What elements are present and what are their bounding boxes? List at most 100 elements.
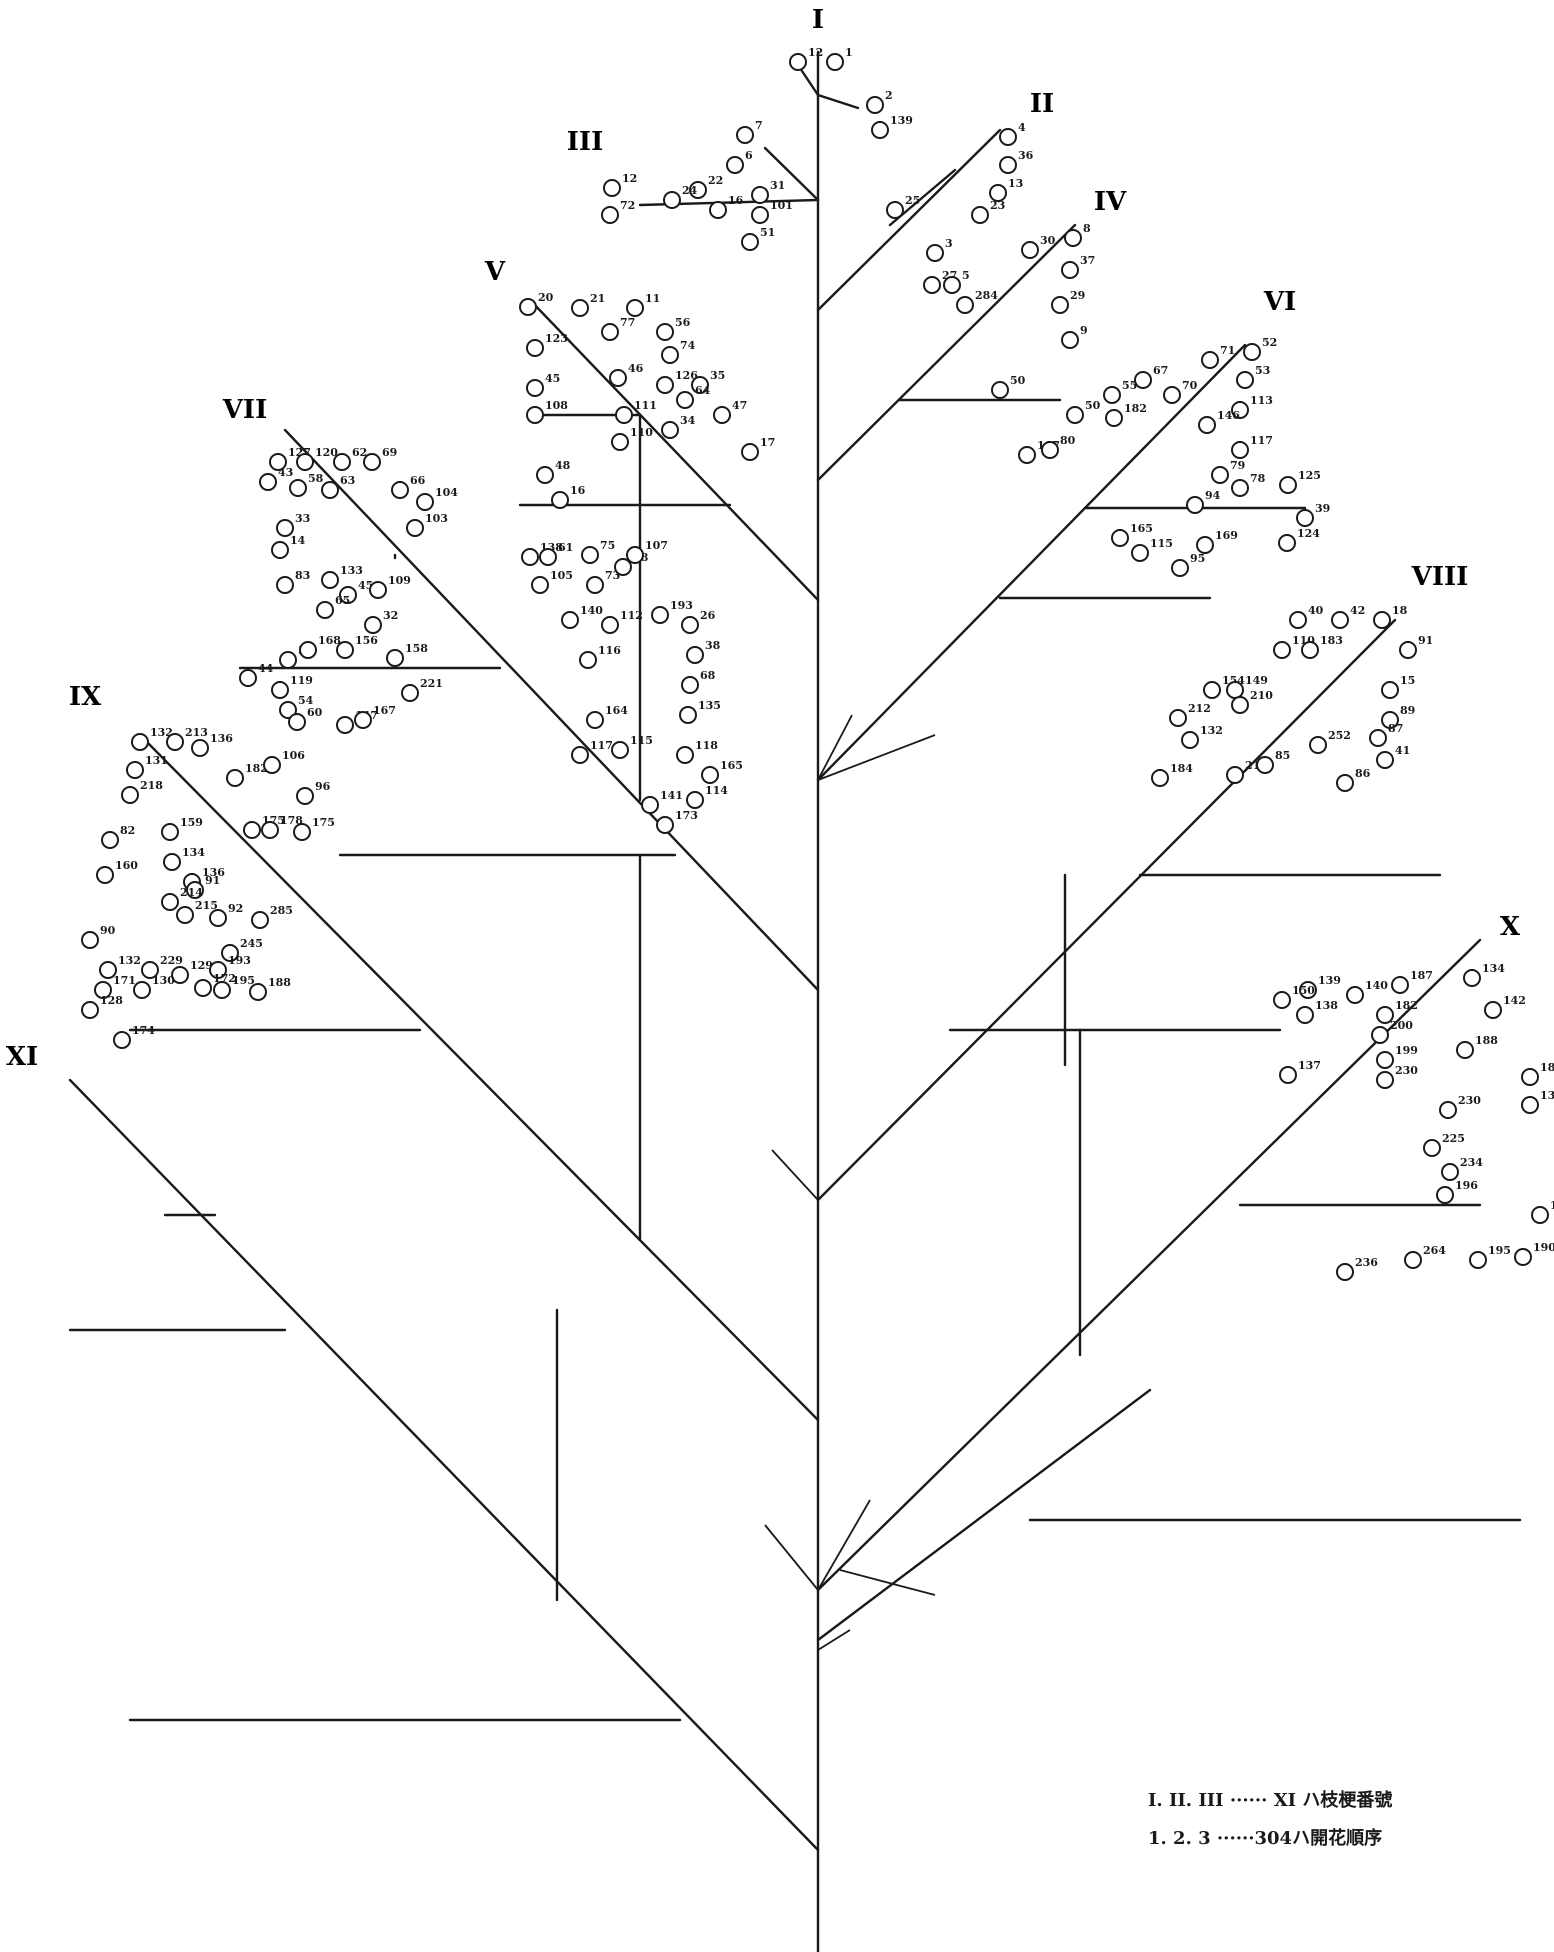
flower-number: 225 (1442, 1132, 1465, 1145)
branch-label-V: V (484, 257, 506, 287)
flower-X-199: 199 (1376, 1044, 1418, 1069)
flower-IX-130: 130 (133, 974, 175, 999)
flower-circle (601, 616, 619, 634)
flower-circle (333, 453, 351, 471)
flower-V-116: 116 (579, 644, 621, 669)
flower-X-138: 138 (1296, 999, 1338, 1024)
flower-circle (1521, 1096, 1539, 1114)
flower-IV-80: 80 (1041, 434, 1076, 459)
flower-number: 136 (202, 866, 225, 879)
flower-V-73: 73 (586, 569, 620, 594)
flower-circle (1131, 544, 1149, 562)
flower-VII-63: 63 (321, 474, 355, 499)
flower-V-123: 123 (526, 332, 568, 357)
flower-circle (1226, 766, 1244, 784)
flower-circle (713, 406, 731, 424)
flower-number: 66 (410, 474, 426, 487)
flower-circle (1456, 1041, 1474, 1059)
flower-circle (586, 576, 604, 594)
flower-number: 111 (634, 399, 657, 412)
flower-circle (191, 739, 209, 757)
flower-circle (339, 586, 357, 604)
flower-IX-218: 218 (121, 779, 163, 804)
flower-X-195: 195 (1469, 1244, 1511, 1269)
flower-number: 117 (590, 739, 613, 752)
flower-number: 87 (1388, 722, 1403, 735)
flower-circle (656, 376, 674, 394)
legend: I. II. III ······ XI ハ枝梗番號 1. 2. 3 ·····… (1148, 1782, 1392, 1858)
flower-circle (1376, 1071, 1394, 1089)
flower-number: 128 (100, 994, 123, 1007)
flower-number: 230 (1458, 1094, 1481, 1107)
flower-number: 29 (1070, 289, 1085, 302)
flower-IX-134: 134 (163, 846, 205, 871)
flower-X-196: 196 (1436, 1179, 1478, 1204)
flower-VII-119: 119 (271, 674, 313, 699)
flower-VII-156: 156 (336, 634, 378, 659)
flower-circle (296, 787, 314, 805)
flower-number: 43 (278, 466, 293, 479)
flower-circle (1404, 1251, 1422, 1269)
flower-circle (689, 181, 707, 199)
flower-number: 96 (315, 780, 331, 793)
flower-number: 110 (630, 426, 653, 439)
flower-circle (1018, 446, 1036, 464)
flower-circle (354, 711, 372, 729)
flower-number: 134 (1482, 962, 1505, 975)
branch-label-XI: XI (6, 1042, 38, 1072)
flower-IV-30: 30 (1021, 234, 1056, 259)
flower-number: 171 (113, 974, 136, 987)
flower-V-77: 77 (601, 316, 635, 341)
flower-number: 165 (1130, 522, 1153, 535)
flower-circle (166, 733, 184, 751)
flower-IX-91: 91 (186, 874, 220, 899)
flower-X-137: 137 (1279, 1059, 1321, 1084)
flower-VIII-41: 41 (1376, 744, 1410, 769)
flower-number: 78 (1250, 472, 1266, 485)
flower-circle (113, 1031, 131, 1049)
flower-IV-37: 37 (1061, 254, 1095, 279)
flower-V-20: 20 (519, 291, 554, 316)
flower-number: 139 (1540, 1089, 1554, 1102)
flower-circle (1484, 1001, 1502, 1019)
flower-number: 16 (728, 194, 744, 207)
flower-X-230: 230 (1439, 1094, 1481, 1119)
flower-V-11: 11 (626, 292, 660, 317)
flower-number: 12 (808, 46, 823, 59)
flower-X-236: 236 (1336, 1256, 1378, 1281)
flower-V-34: 34 (661, 414, 696, 439)
flower-VI-95: 95 (1171, 552, 1205, 577)
flower-number: 135 (698, 699, 721, 712)
flower-circle (321, 481, 339, 499)
flower-circle (133, 981, 151, 999)
flower-circle (641, 796, 659, 814)
flower-X-150: 150 (1273, 984, 1315, 1009)
flower-number: 7 (755, 119, 763, 132)
flower-number: 12 (622, 172, 637, 185)
flower-number: 47 (732, 399, 747, 412)
flower-IX-132: 132 (131, 726, 173, 751)
flower-X-190: 190 (1514, 1241, 1554, 1266)
flower-circle (293, 823, 311, 841)
flower-number: 8 (1083, 222, 1091, 235)
flower-VII-62: 62 (333, 446, 367, 471)
flower-circle (386, 649, 404, 667)
flower-circle (276, 576, 294, 594)
flower-circle (141, 961, 159, 979)
flower-IX-285: 285 (251, 904, 293, 929)
flower-number: 120 (315, 446, 338, 459)
flower-III-22: 22 (689, 174, 723, 199)
flower-number: 168 (318, 634, 341, 647)
flower-number: 70 (1182, 379, 1198, 392)
flower-IX-175: 175 (293, 816, 335, 841)
flower-circle (81, 931, 99, 949)
flower-VII-43: 43 (259, 466, 293, 491)
flower-number: 132 (118, 954, 141, 967)
flower-IX-182: 182 (226, 762, 268, 787)
flower-number: 80 (1060, 434, 1076, 447)
flower-circle (611, 433, 629, 451)
flower-circle (213, 981, 231, 999)
flower-number: 42 (1350, 604, 1365, 617)
flower-number: 156 (355, 634, 378, 647)
flower-circle (1021, 241, 1039, 259)
